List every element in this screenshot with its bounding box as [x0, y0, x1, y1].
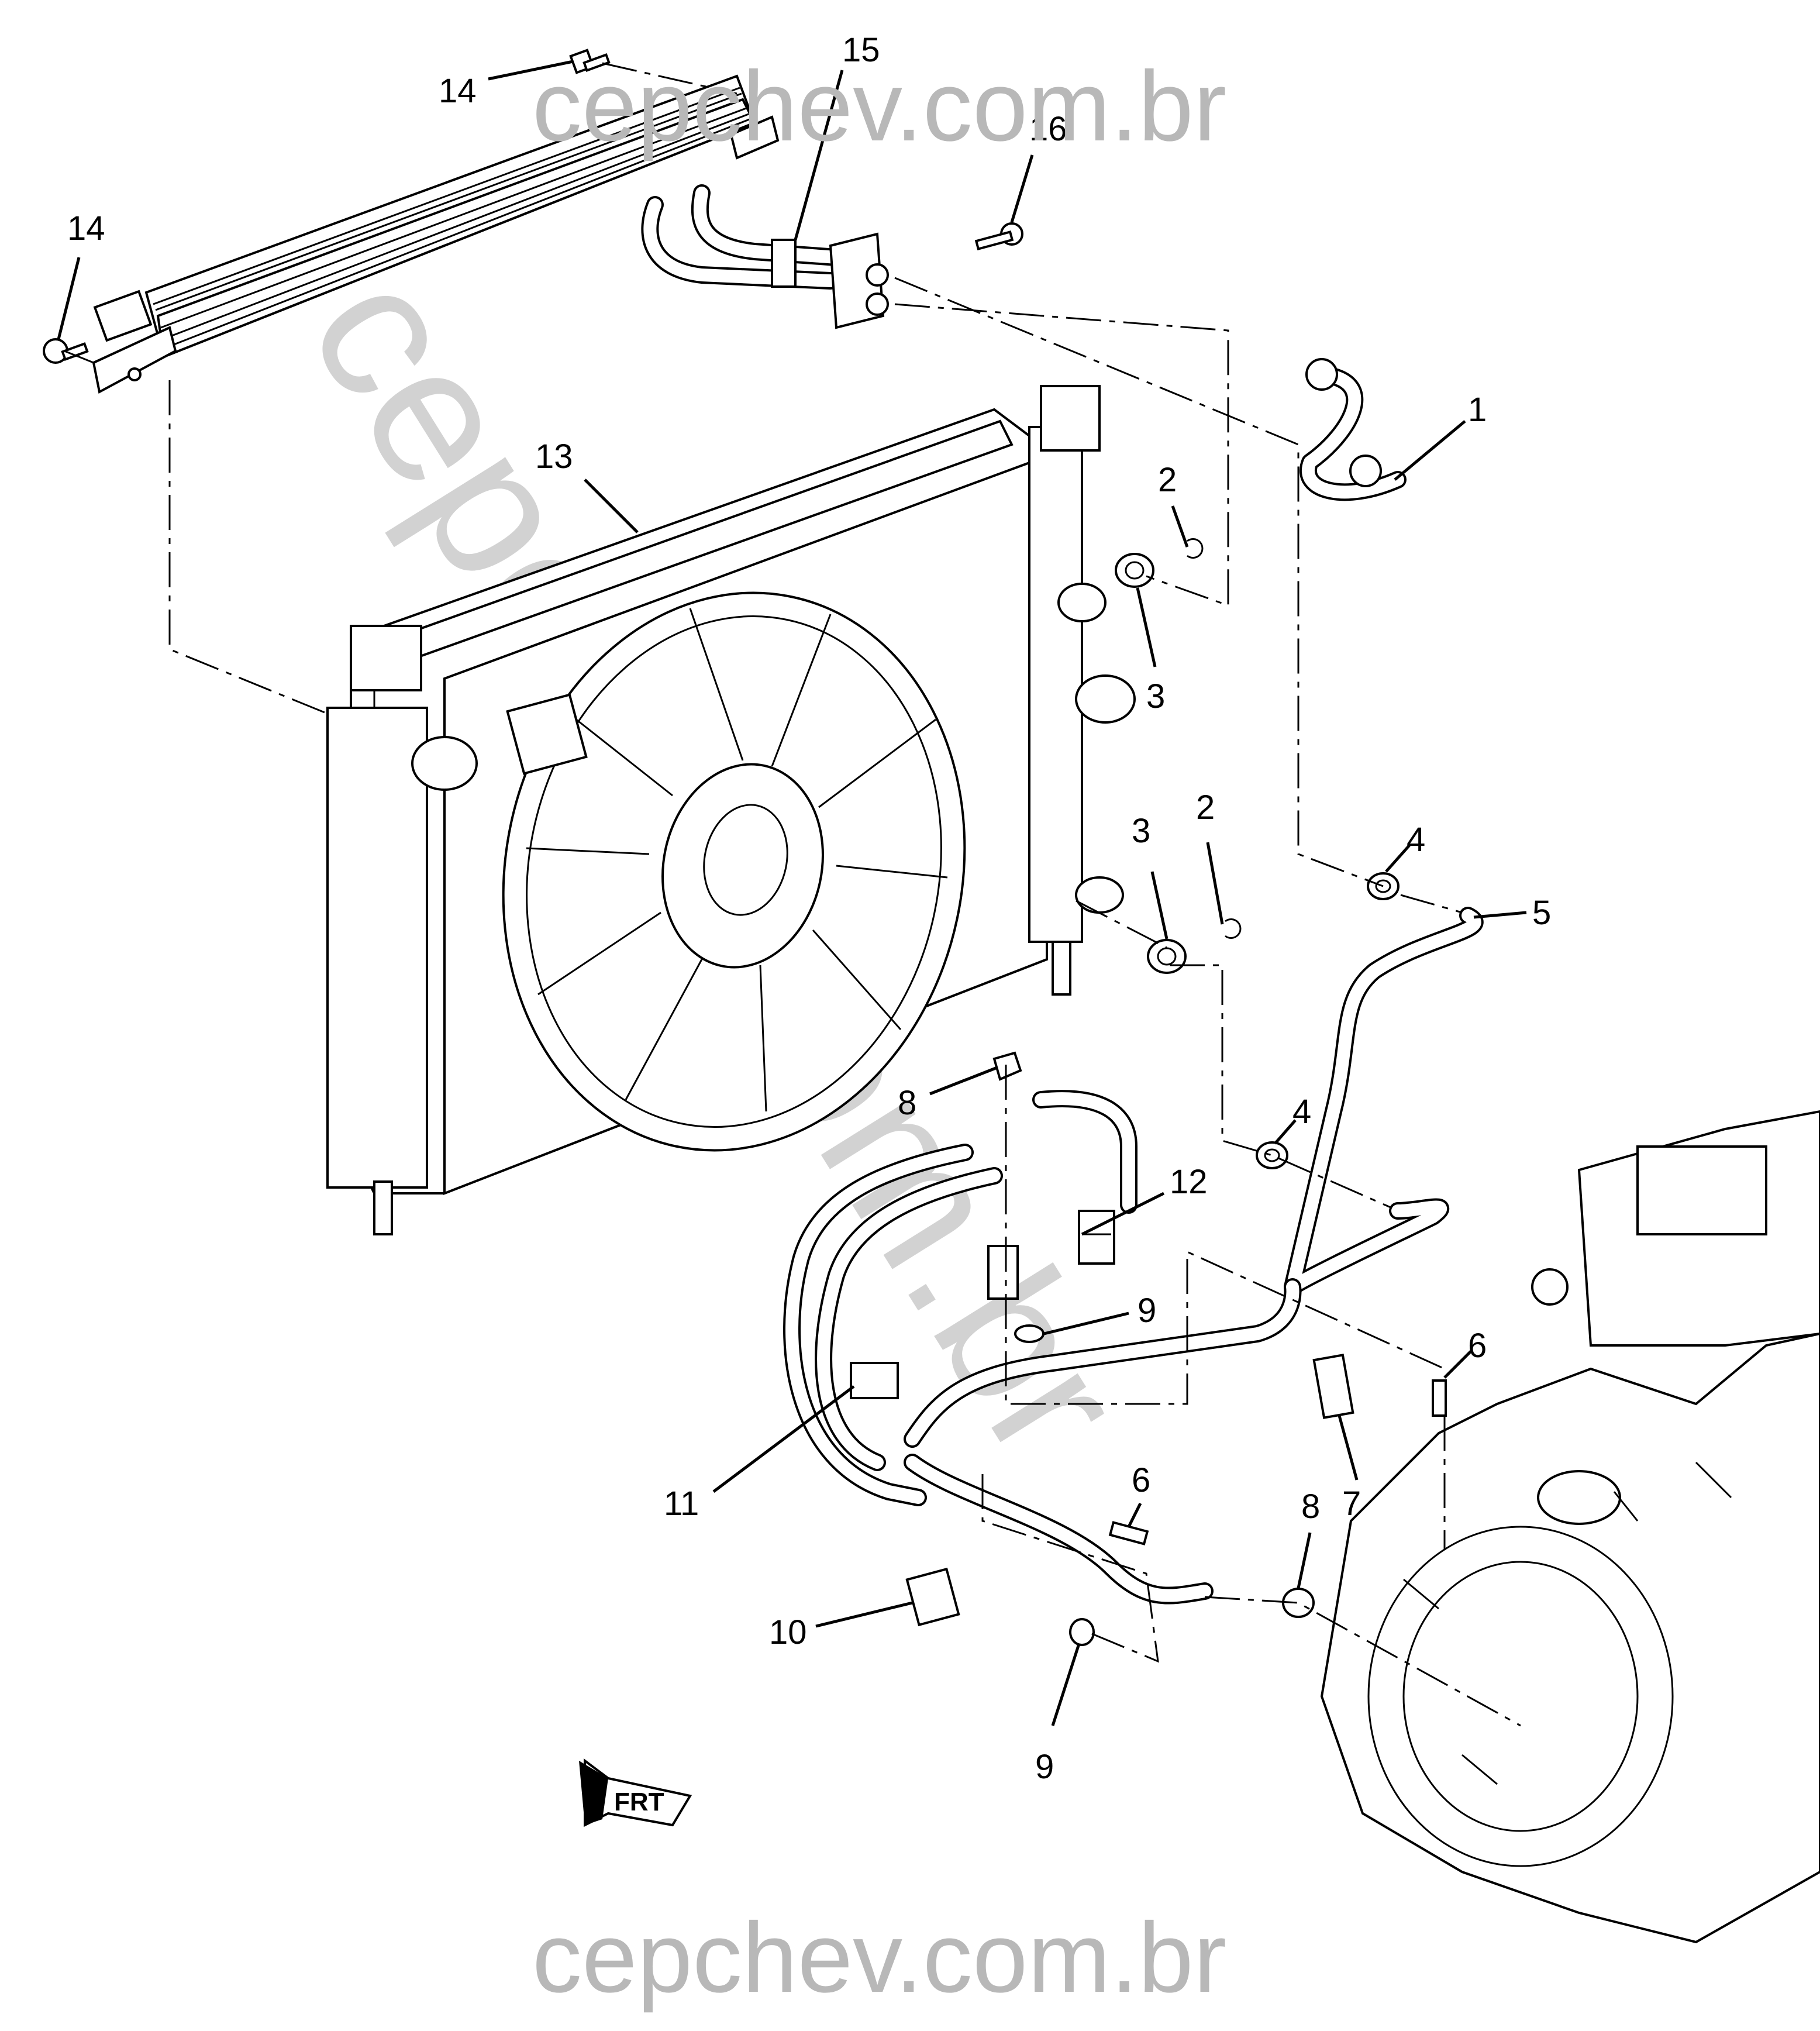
oil-cooler — [92, 74, 780, 394]
frt-label: FRT — [614, 1788, 664, 1816]
pipe-1 — [1299, 358, 1407, 501]
leader-lines — [57, 60, 1527, 1726]
callout-6-lower: 6 — [1132, 1461, 1150, 1499]
nut-8-lower — [1282, 1588, 1315, 1618]
seal-3-upper — [1115, 553, 1154, 588]
stud-6-lower — [1108, 1521, 1149, 1545]
cooler-hoses — [641, 184, 889, 329]
watermark-top: cepchev.com.br — [532, 51, 1226, 162]
callout-4-lower: 4 — [1292, 1093, 1311, 1131]
clip-7 — [1312, 1354, 1354, 1419]
callout-3-upper: 3 — [1146, 677, 1165, 715]
callout-3-lower: 3 — [1132, 812, 1150, 850]
seal-4-lower — [1256, 1141, 1288, 1169]
bolt-14-top — [569, 49, 611, 74]
radiator-fan-assembly — [326, 385, 1136, 1235]
transaxle — [1320, 1110, 1820, 1944]
callout-7: 7 — [1342, 1485, 1361, 1523]
callout-14-left: 14 — [67, 209, 105, 247]
nut-8-upper — [992, 1051, 1022, 1081]
callout-15: 15 — [842, 31, 880, 69]
callout-13: 13 — [535, 438, 573, 476]
seal-3-lower — [1147, 939, 1187, 974]
callout-4-upper: 4 — [1407, 821, 1425, 859]
pipe-5 — [1284, 907, 1484, 1296]
callout-14-top: 14 — [439, 72, 477, 110]
callout-8-upper: 8 — [898, 1084, 916, 1122]
assembly-lines — [64, 62, 1521, 1727]
callout-16: 16 — [1029, 110, 1067, 148]
retainer-2-upper — [1187, 538, 1204, 559]
clip-10 — [905, 1567, 960, 1627]
seal-9-upper — [1014, 1324, 1045, 1343]
retainer-2-lower — [1225, 918, 1242, 939]
stud-6-upper — [1432, 1379, 1447, 1417]
callout-8-lower: 8 — [1301, 1488, 1320, 1526]
callouts: 1 2 2 3 3 4 4 5 6 6 7 8 8 9 9 10 11 12 1… — [67, 31, 1551, 1786]
bolt-16 — [974, 222, 1023, 250]
callout-5: 5 — [1532, 894, 1551, 932]
callout-2-upper: 2 — [1158, 461, 1177, 499]
callout-9-lower: 9 — [1035, 1748, 1054, 1786]
clip-12 — [1078, 1210, 1115, 1265]
callout-9-upper: 9 — [1138, 1292, 1156, 1330]
watermark-bottom: cepchev.com.br — [532, 1902, 1226, 2013]
front-indicator: FRT — [579, 1758, 692, 1827]
hose-assembly — [783, 1090, 1302, 1605]
callout-12: 12 — [1170, 1163, 1208, 1201]
callout-2-lower: 2 — [1196, 789, 1215, 827]
callout-10: 10 — [769, 1613, 807, 1651]
callout-1: 1 — [1468, 391, 1487, 429]
callout-6-upper: 6 — [1468, 1327, 1487, 1365]
bolt-14-left — [43, 338, 89, 364]
seal-9-lower — [1069, 1618, 1095, 1646]
callout-11: 11 — [664, 1485, 699, 1523]
